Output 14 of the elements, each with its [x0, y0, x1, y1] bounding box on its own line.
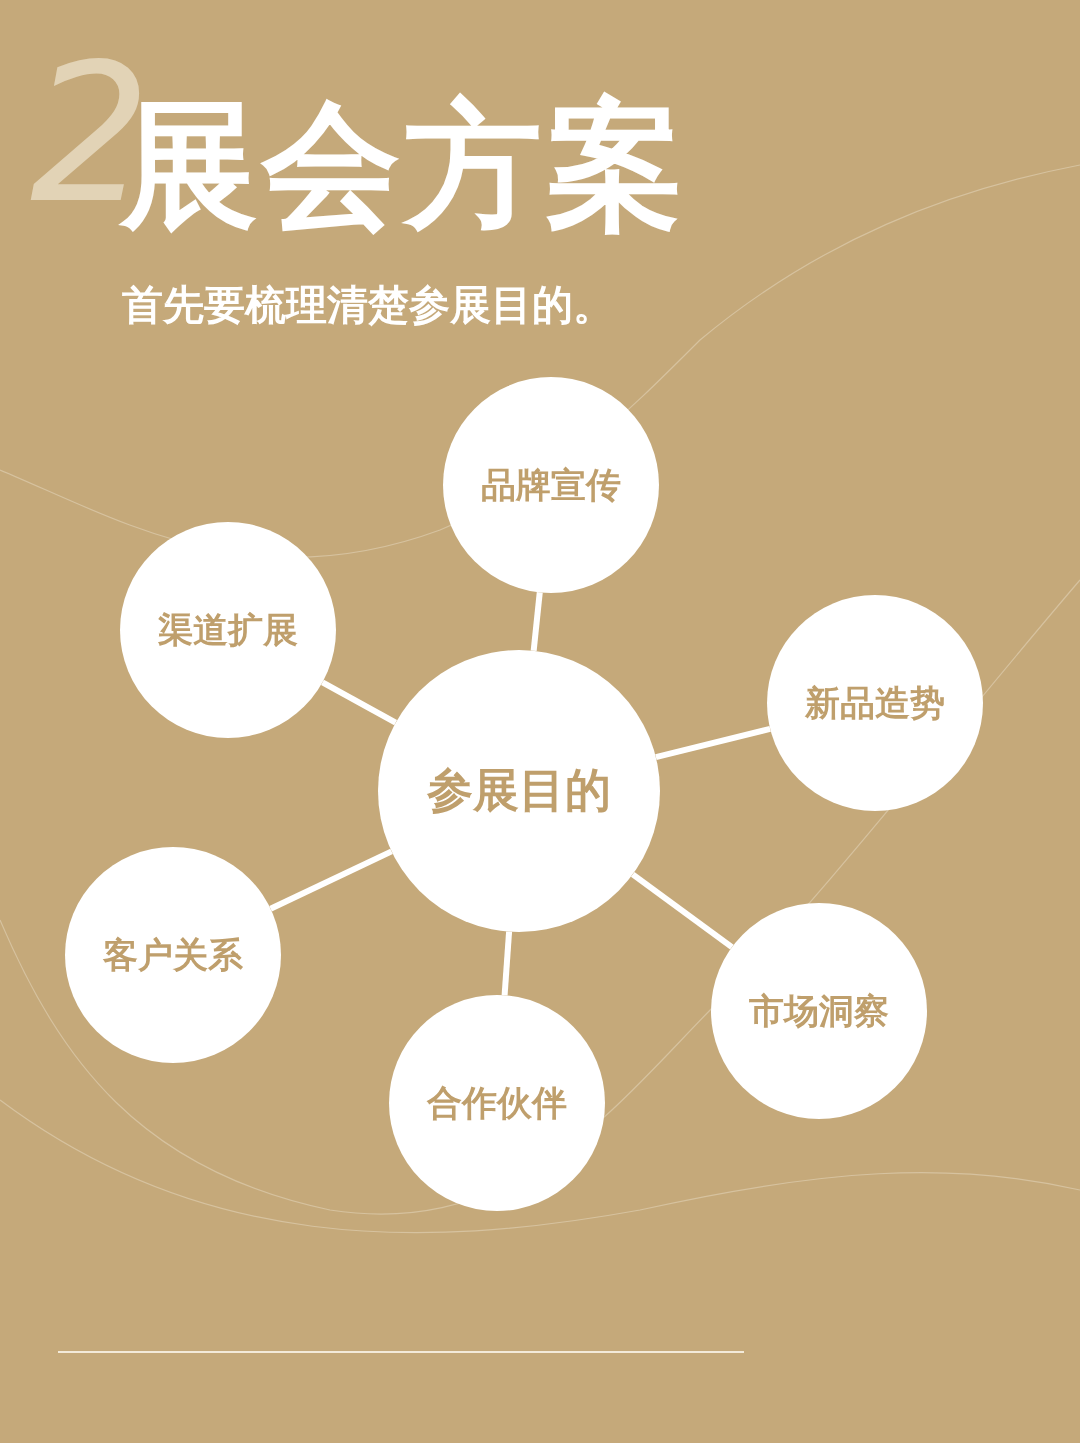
connector-line: [269, 848, 393, 912]
circle-node: 品牌宣传: [443, 377, 659, 593]
connector-line: [655, 726, 771, 761]
circle-node: 新品造势: [767, 595, 983, 811]
circle-node: 市场洞察: [711, 903, 927, 1119]
circle-node: 渠道扩展: [120, 522, 336, 738]
subtitle: 首先要梳理清楚参展目的。: [122, 280, 614, 330]
connector-line: [530, 592, 543, 652]
connector-line: [630, 871, 734, 950]
connector-line: [321, 679, 398, 726]
circle-node: 客户关系: [65, 847, 281, 1063]
connector-line: [501, 931, 513, 996]
circle-node: 合作伙伴: [389, 995, 605, 1211]
circle-node: 参展目的: [378, 650, 660, 932]
